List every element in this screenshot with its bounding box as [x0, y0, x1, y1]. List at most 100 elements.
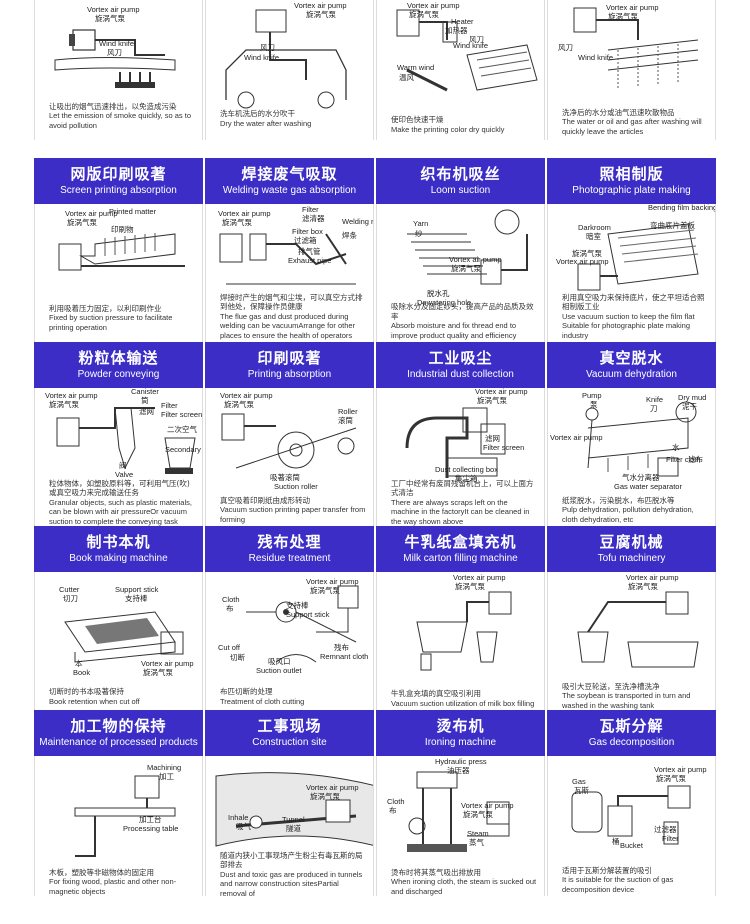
label: Dewatering hole	[417, 298, 472, 307]
label: Inhale	[228, 813, 249, 822]
caption: 洗净后的水分或油气迅速吹散物品 The water or oil and gas…	[562, 107, 702, 136]
label: 气水分离器	[622, 473, 660, 482]
label: Filter	[161, 401, 178, 410]
label: 旋涡气泵	[224, 400, 254, 409]
label: 风刀	[260, 43, 275, 52]
cell-powder-conveying: Vortex air pump 旋涡气泵 Canister 筒 Filter 滤…	[34, 388, 203, 526]
label: 旋涡气泵	[477, 396, 507, 405]
cell-photo-plate: Bending film backing plate 弯曲底片盖板 Darkro…	[547, 204, 716, 342]
label: Valve	[115, 470, 134, 479]
label: 排气管	[298, 247, 321, 256]
caption: 使印色快速干燥 Make the printing color dry quic…	[391, 115, 505, 134]
label: Vortex air pump	[550, 433, 603, 442]
label: Bending film backing plate	[648, 204, 716, 212]
label: Filter screen	[161, 410, 203, 419]
label: Support stick	[115, 585, 159, 594]
label: Wind knife	[244, 53, 280, 62]
label: Gas water separator	[614, 482, 682, 491]
label: Bucket	[620, 841, 643, 850]
label: 旋涡气泵	[409, 10, 439, 19]
label: 阀	[119, 461, 127, 470]
cell-tofu-machinery: Vortex air pump 旋涡气泵 吸引大豆轮送，至洗净槽洗净 The s…	[547, 572, 716, 710]
label: Vortex air pump	[218, 209, 271, 218]
label: 油压器	[447, 766, 470, 775]
label: 旋涡气泵	[310, 586, 340, 595]
label: Tunnel	[282, 815, 305, 824]
caption: 工厂中经常有废屑残留机台上，可以上面方式清洁 There are always …	[391, 478, 534, 526]
label: Filter box	[292, 227, 323, 236]
label: 加工	[159, 772, 174, 781]
label: 旋涡气泵	[306, 10, 336, 19]
label: Vortex air pump	[45, 391, 98, 400]
label: Gas	[572, 777, 586, 786]
caption: 切断时的书本吸著保持 Book retention when cut off	[49, 687, 140, 706]
label: Vortex air pump	[65, 209, 118, 218]
label: Vortex air pump	[654, 765, 707, 774]
powder-conveying-illustration	[56, 407, 196, 474]
caption: 烫布时将其蒸气吸出排放用 When ironing cloth, the ste…	[391, 867, 537, 896]
label: Filter	[302, 205, 319, 214]
label: 滤清器	[302, 214, 325, 223]
cell-gas-decomposition: Vortex air pump 旋涡气泵 Gas 瓦斯 桶 Bucket 过滤器…	[547, 756, 716, 896]
label: Canister	[131, 388, 159, 396]
label: 布	[389, 806, 397, 815]
label: Cut off	[218, 643, 240, 652]
label: 滤网	[139, 407, 154, 416]
label: 蒸气	[469, 838, 484, 847]
caption: 利用吸着压力固定，以利印刷作业 Fixed by suction pressur…	[49, 303, 173, 332]
caption: 焊接时产生的烟气和尘埃，可以真空方式排到他处，保障操作员健康 The flue …	[220, 292, 363, 340]
caption: 吸引大豆轮送，至洗净槽洗净 The soybean is transported…	[562, 681, 691, 710]
label: 集尘箱	[455, 474, 478, 483]
label: Wind knife	[453, 41, 489, 50]
label: 过滤器	[654, 825, 677, 834]
row-0: Vortex air pump 旋涡气泵 Wind knife 风刀 让吸出的烟…	[34, 0, 716, 140]
cell-printing-absorption: Vortex air pump 旋涡气泵 Roller 滚筒 吸著滚筒 Suct…	[205, 388, 374, 526]
label: Secondary air	[165, 445, 202, 454]
label: Welding rod	[342, 217, 374, 226]
dust-collection-illustration	[405, 407, 506, 478]
screen-printing-illustration	[58, 233, 185, 271]
row-4: Machining 加工 加工台 Processing table 木板，塑胶等…	[34, 756, 716, 896]
cell-milk-carton: Vortex air pump 旋涡气泵 牛乳盒充填的真空吸引利用 Vacuum…	[376, 572, 545, 710]
cell-loom-suction: Yarn 纱 Vortex air pump 旋涡气泵 脱水孔 Dewateri…	[376, 204, 545, 342]
caption: 木板，塑胶等非磁物体的固定用 For fixing wood, plastic …	[49, 867, 177, 896]
label: Vortex air pump	[449, 255, 502, 264]
label: 吸气	[236, 822, 251, 831]
label: 滚筒	[338, 416, 353, 425]
label: Vortex air pump	[606, 3, 659, 12]
label: Vortex air pump	[87, 5, 140, 14]
label: 旋涡气泵	[95, 14, 125, 23]
label: 旋涡气泵	[310, 792, 340, 801]
cell-print-drying: Vortex air pump 旋涡气泵 Heater 加热器 Wind kni…	[376, 0, 545, 140]
label: Heater	[451, 17, 474, 26]
label: Vortex air pump	[453, 573, 506, 582]
label: 本	[75, 659, 83, 668]
label: Remnant cloth	[320, 652, 369, 661]
label: 二次空气	[167, 425, 197, 434]
label: Exhaust pipe	[288, 256, 332, 265]
residue-treatment-illustration	[246, 585, 359, 663]
caption: 牛乳盒充填的真空吸引利用 Vacuum suction utilization …	[391, 689, 535, 708]
label: 旋涡气泵	[608, 12, 638, 21]
cell-wash-blow: Vortex air pump 旋涡气泵 风刀 Wind knife 洗净后的水…	[547, 0, 716, 140]
cell-processed-products: Machining 加工 加工台 Processing table 木板，塑胶等…	[34, 756, 203, 896]
cell-construction-site: Vortex air pump 旋涡气泵 Inhale 吸气 Tunnel 隧道…	[205, 756, 374, 896]
label: Book	[73, 668, 91, 677]
label: 吸风口	[268, 657, 291, 666]
caption: 让吸出的烟气迅速排出，以免造成污染 Let the emission of sm…	[49, 101, 192, 130]
label: Wind knife	[578, 53, 614, 62]
label: 暗室	[586, 232, 601, 241]
row-1: Vortex air pump 旋涡气泵 Printed matter 印刷物 …	[34, 204, 716, 342]
label: Processing table	[123, 824, 179, 833]
label: 过滤箱	[294, 236, 317, 245]
label: 旋涡气泵	[143, 668, 173, 677]
label: Steam	[467, 829, 489, 838]
caption: 布匹切断的处理 Treatment of cloth cutting	[220, 687, 305, 706]
